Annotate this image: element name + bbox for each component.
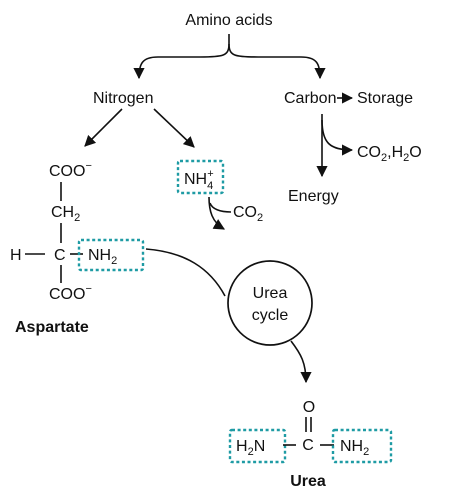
urea-c: C xyxy=(302,437,314,454)
aspartate-nh2: NH2 xyxy=(88,247,117,267)
ammonium-label: NH4+ xyxy=(184,168,214,192)
urea-h2n: H2N xyxy=(236,438,265,458)
carbon-to-co2-h2o-arrow xyxy=(321,119,354,156)
urea-h2n-highlight-box xyxy=(228,428,287,464)
urea-cycle-label-2: cycle xyxy=(252,307,289,324)
co2-join-line xyxy=(209,202,232,213)
aspartate-nh2-highlight-box xyxy=(77,238,145,272)
storage-label: Storage xyxy=(357,90,413,107)
co2-label: CO2 xyxy=(233,204,263,224)
nitrogen-to-aspartate-arrow xyxy=(84,108,123,147)
nitrogen-label: Nitrogen xyxy=(93,90,153,107)
aspartate-ch2: CH2 xyxy=(51,204,80,224)
energy-label: Energy xyxy=(288,188,339,205)
aspartate-to-cycle-line xyxy=(145,248,226,297)
urea-cycle-label-1: Urea xyxy=(253,285,288,302)
ammonium-highlight-box xyxy=(176,159,225,195)
ammonium-to-cycle-arrow xyxy=(208,196,225,230)
aspartate-name: Aspartate xyxy=(15,319,89,336)
urea-o: O xyxy=(303,399,315,416)
urea-nh2: NH2 xyxy=(340,438,369,458)
carbon-label: Carbon xyxy=(284,90,336,107)
aspartate-h: H xyxy=(10,247,22,264)
cycle-to-urea-arrow xyxy=(290,340,312,384)
aspartate-coo-bottom: COO− xyxy=(49,283,92,303)
amino-acids-branch xyxy=(133,34,230,80)
co2-h2o-label: CO2,H2O xyxy=(357,144,422,164)
urea-nh2-highlight-box xyxy=(331,428,393,464)
aspartate-coo-top: COO− xyxy=(49,160,92,180)
amino-acids-label: Amino acids xyxy=(185,12,272,29)
amino-acids-branch-right xyxy=(228,43,326,80)
aspartate-c: C xyxy=(54,247,66,264)
nitrogen-to-ammonium-arrow xyxy=(153,108,195,148)
urea-cycle-circle xyxy=(227,260,313,346)
urea-name: Urea xyxy=(290,473,326,490)
